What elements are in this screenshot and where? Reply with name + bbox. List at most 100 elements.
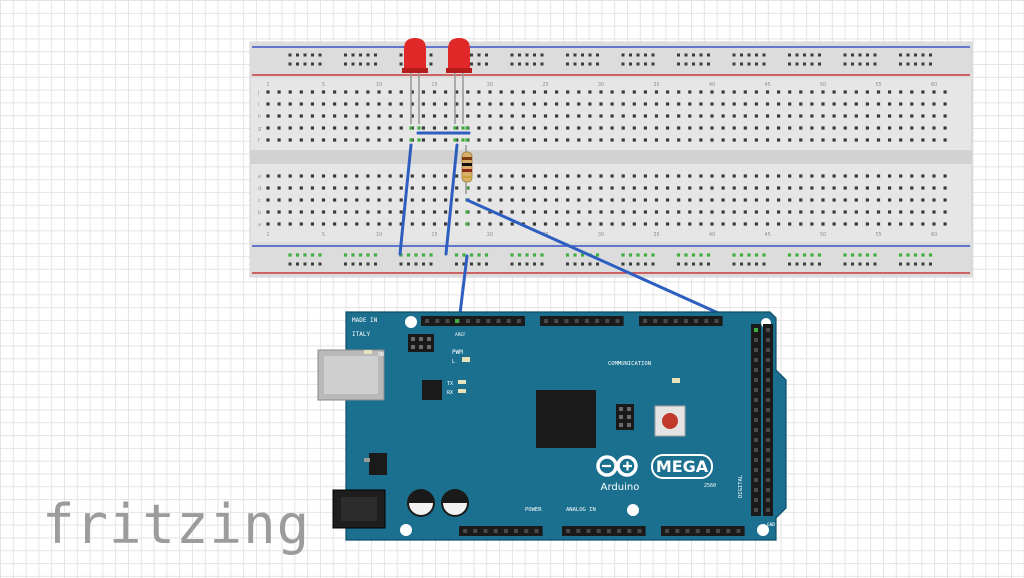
header-pin[interactable] xyxy=(754,368,758,372)
breadboard-hole xyxy=(543,138,548,142)
header-pin[interactable] xyxy=(584,319,589,323)
rail-hole xyxy=(684,62,688,66)
header-pin[interactable] xyxy=(683,319,688,323)
header-pin[interactable] xyxy=(605,319,610,323)
header-pin[interactable] xyxy=(754,498,758,502)
header-pin[interactable] xyxy=(595,319,600,323)
breadboard[interactable]: jihgfedcba115510101515202025253030353540… xyxy=(249,41,973,278)
header-pin[interactable] xyxy=(754,408,758,412)
header-pin[interactable] xyxy=(615,319,620,323)
header-pin[interactable] xyxy=(705,529,710,533)
header-pin[interactable] xyxy=(473,529,478,533)
header-pin[interactable] xyxy=(714,319,719,323)
header-pin[interactable] xyxy=(596,529,601,533)
header-pin[interactable] xyxy=(754,348,758,352)
header-pin[interactable] xyxy=(716,529,721,533)
header-pin[interactable] xyxy=(754,508,758,512)
header-pin[interactable] xyxy=(685,529,690,533)
breadboard-hole xyxy=(832,174,836,178)
header-pin[interactable] xyxy=(766,378,770,382)
header-pin[interactable] xyxy=(754,478,758,482)
connected-hole xyxy=(810,253,814,257)
header-pin[interactable] xyxy=(617,529,622,533)
wire-led2-to-gnd-rail[interactable] xyxy=(444,143,459,256)
header-pin[interactable] xyxy=(493,529,498,533)
header-pin[interactable] xyxy=(435,319,440,323)
header-pin[interactable] xyxy=(766,448,770,452)
resistor[interactable] xyxy=(461,145,473,194)
header-pin[interactable] xyxy=(643,319,648,323)
header-pin[interactable] xyxy=(653,319,658,323)
header-pin[interactable] xyxy=(534,529,539,533)
header-pin[interactable] xyxy=(766,428,770,432)
header-pin[interactable] xyxy=(514,529,519,533)
header-pin[interactable] xyxy=(586,529,591,533)
header-pin[interactable] xyxy=(564,319,569,323)
header-pin[interactable] xyxy=(766,418,770,422)
header-pin[interactable] xyxy=(754,398,758,402)
header-pin[interactable] xyxy=(574,319,579,323)
header-pin[interactable] xyxy=(516,319,521,323)
header-pin[interactable] xyxy=(754,428,758,432)
wire-led1-to-gnd-rail[interactable] xyxy=(398,143,413,256)
header-pin[interactable] xyxy=(476,319,481,323)
header-pin[interactable] xyxy=(766,468,770,472)
header-pin[interactable] xyxy=(503,529,508,533)
header-pin[interactable] xyxy=(766,458,770,462)
led-2[interactable] xyxy=(446,38,472,124)
header-pin[interactable] xyxy=(766,328,770,332)
header-pin[interactable] xyxy=(754,448,758,452)
header-pin[interactable] xyxy=(465,319,470,323)
header-pin[interactable] xyxy=(576,529,581,533)
header-pin[interactable] xyxy=(506,319,511,323)
wire-resistor-to-arduino-pin[interactable] xyxy=(465,198,758,332)
header-pin[interactable] xyxy=(766,488,770,492)
header-pin[interactable] xyxy=(566,529,571,533)
wire-gnd-rail-to-arduino[interactable] xyxy=(457,254,469,324)
header-pin[interactable] xyxy=(704,319,709,323)
header-pin[interactable] xyxy=(766,338,770,342)
header-pin[interactable] xyxy=(766,498,770,502)
header-pin[interactable] xyxy=(766,368,770,372)
header-pin[interactable] xyxy=(736,529,741,533)
header-pin[interactable] xyxy=(766,478,770,482)
header-pin[interactable] xyxy=(486,319,491,323)
header-pin[interactable] xyxy=(754,488,758,492)
header-pin[interactable] xyxy=(766,508,770,512)
header-pin[interactable] xyxy=(766,358,770,362)
led-1[interactable] xyxy=(402,38,428,124)
header-pin[interactable] xyxy=(544,319,549,323)
header-pin[interactable] xyxy=(766,438,770,442)
header-pin[interactable] xyxy=(637,529,642,533)
header-pin[interactable] xyxy=(766,388,770,392)
header-pin[interactable] xyxy=(754,378,758,382)
header-pin[interactable] xyxy=(726,529,731,533)
header-pin[interactable] xyxy=(766,408,770,412)
header-pin[interactable] xyxy=(766,348,770,352)
header-pin[interactable] xyxy=(496,319,501,323)
breadboard-hole xyxy=(510,186,514,190)
header-pin[interactable] xyxy=(754,388,758,392)
header-pin[interactable] xyxy=(754,468,758,472)
header-pin[interactable] xyxy=(675,529,680,533)
header-pin[interactable] xyxy=(524,529,529,533)
header-pin[interactable] xyxy=(606,529,611,533)
header-pin[interactable] xyxy=(754,338,758,342)
header-pin[interactable] xyxy=(665,529,670,533)
arduino-mega-board[interactable]: MEGA Arduino 2560 MADE IN ITALY PWM COMM… xyxy=(317,311,787,541)
header-pin[interactable] xyxy=(425,319,430,323)
header-pin[interactable] xyxy=(627,529,632,533)
header-pin[interactable] xyxy=(463,529,468,533)
header-pin[interactable] xyxy=(754,358,758,362)
header-pin[interactable] xyxy=(695,529,700,533)
header-pin[interactable] xyxy=(663,319,668,323)
header-pin[interactable] xyxy=(673,319,678,323)
header-pin[interactable] xyxy=(754,438,758,442)
header-pin[interactable] xyxy=(445,319,450,323)
header-pin[interactable] xyxy=(754,418,758,422)
header-pin[interactable] xyxy=(766,398,770,402)
header-pin[interactable] xyxy=(483,529,488,533)
header-pin[interactable] xyxy=(754,458,758,462)
header-pin[interactable] xyxy=(694,319,699,323)
header-pin[interactable] xyxy=(554,319,559,323)
